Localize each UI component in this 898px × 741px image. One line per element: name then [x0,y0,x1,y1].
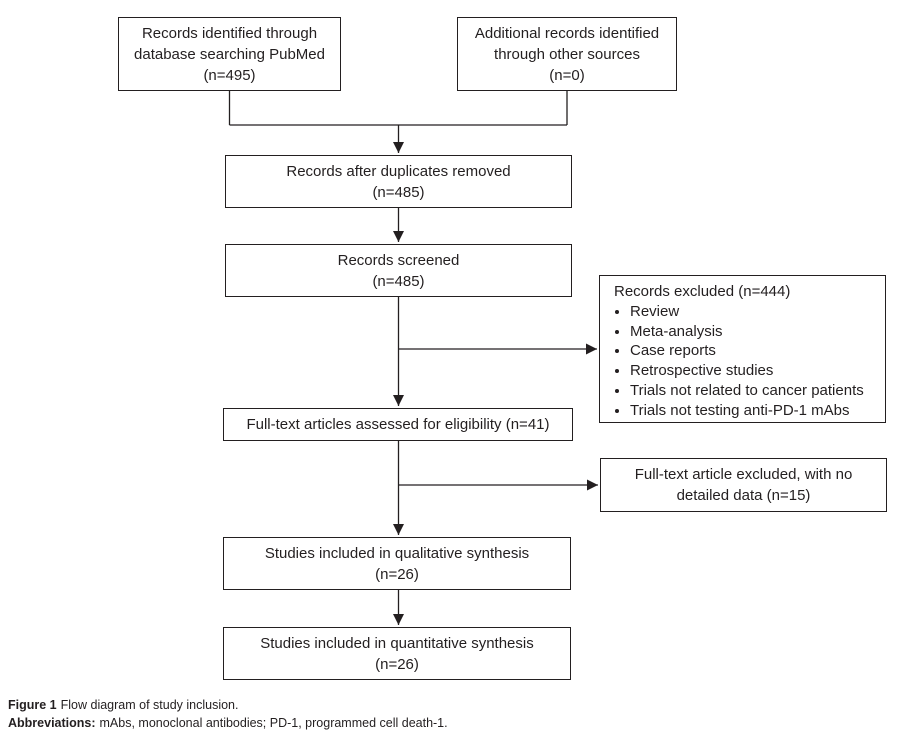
box-fulltext-excluded: Full-text article excluded, with no deta… [600,458,887,512]
abbreviations-text: mAbs, monoclonal antibodies; PD-1, progr… [99,715,448,730]
box-text-line: (n=26) [375,655,419,673]
excluded-reason: Retrospective studies [630,361,881,381]
box-text-line: Full-text article excluded, with no [634,466,853,483]
records-excluded-title: Records excluded (n=444) [614,283,791,300]
box-text-line: database searching PubMed [134,45,325,63]
box-fulltext-assessed: Full-text articles assessed for eligibil… [223,408,573,441]
box-duplicates-removed: Records after duplicates removed (n=485) [225,155,572,208]
box-text-line: (n=485) [372,183,425,201]
box-quantitative-synthesis: Studies included in quantitative synthes… [223,627,571,680]
box-text-line: Records after duplicates removed [286,162,511,180]
box-text-line: detailed data (n=15) [676,487,811,504]
excluded-reason: Trials not testing anti-PD-1 mAbs [630,401,881,421]
box-text-line: (n=0) [549,66,585,84]
excluded-reason: Case reports [630,341,881,361]
abbreviations-label: Abbreviations: [8,715,96,730]
excluded-reason: Meta-analysis [630,322,881,342]
box-text-line: Records screened [337,251,460,269]
box-text-line: Studies included in qualitative synthesi… [264,544,530,562]
figure-label: Figure 1 [8,698,57,712]
figure-title-text: Flow diagram of study inclusion. [60,698,239,712]
box-qualitative-synthesis: Studies included in qualitative synthesi… [223,537,571,590]
excluded-reason: Trials not related to cancer patients [630,381,881,401]
excluded-reason: Review [630,302,881,322]
box-text-line: Records identified through [141,24,318,42]
box-records-identified: Records identified through database sear… [118,17,341,91]
box-text-line: Studies included in quantitative synthes… [260,634,534,652]
box-text-line: (n=26) [375,565,419,583]
records-excluded-list: Review Meta-analysis Case reports Retros… [600,302,885,421]
caption-abbreviations-line: Abbreviations:mAbs, monoclonal antibodie… [8,715,888,733]
box-text-line: through other sources [494,45,640,63]
box-records-screened: Records screened (n=485) [225,244,572,297]
box-records-excluded: Records excluded (n=444) Review Meta-ana… [599,275,886,423]
box-text-line: (n=485) [372,272,425,290]
box-additional-records: Additional records identified through ot… [457,17,677,91]
box-text-line: Additional records identified [474,24,660,42]
box-text-line: Full-text articles assessed for eligibil… [246,416,550,433]
box-text-line: (n=495) [203,66,256,84]
